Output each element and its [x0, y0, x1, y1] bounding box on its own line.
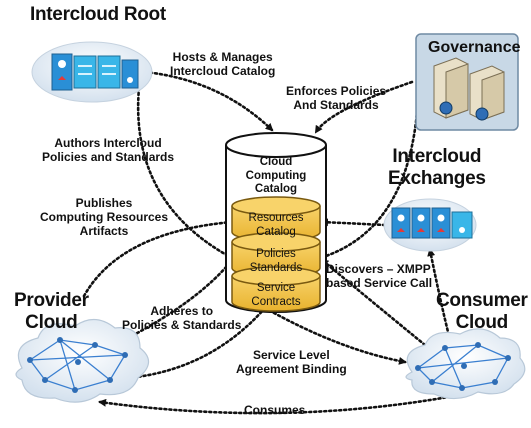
discovers-line2: based Service Call	[326, 276, 433, 290]
policies-line1: Policies	[256, 248, 296, 260]
governance-panel	[415, 33, 519, 131]
edge-label-consumes: Consumes	[244, 403, 306, 417]
node-intercloud-exchanges: Intercloud Exchanges	[388, 146, 486, 190]
node-provider-cloud-line1: Provider	[14, 290, 89, 311]
edge-publishes	[82, 218, 234, 298]
edge-sla-provider	[126, 306, 267, 382]
intercloud-exchanges-servers	[383, 198, 477, 252]
edge-adheres	[126, 258, 234, 340]
edge-governance-policies	[318, 98, 420, 261]
edge-enforces	[314, 80, 414, 134]
publishes-line1: Publishes	[75, 196, 133, 210]
edge-label-discovers: Discovers – XMPP based Service Call	[326, 262, 432, 290]
publishes-line3: Artifacts	[79, 224, 129, 238]
edge-exchange-catalog	[320, 218, 387, 227]
catalog-title-line1: Cloud	[259, 156, 293, 168]
catalog-section-resources-label: Resources Catalog	[240, 212, 312, 239]
hosts-line1: Hosts & Manages	[172, 50, 273, 64]
edge-label-enforces: Enforces Policies And Standards	[286, 84, 386, 112]
node-intercloud-exchanges-line2: Exchanges	[388, 168, 486, 189]
node-intercloud-root: Intercloud Root	[30, 4, 166, 25]
catalog-title-line2: Computing	[245, 169, 307, 182]
resources-line1: Resources	[248, 212, 304, 224]
node-provider-cloud: Provider Cloud	[14, 290, 89, 334]
node-consumer-cloud: Consumer Cloud	[436, 290, 528, 334]
edge-hosts-manages	[143, 70, 274, 132]
contracts-line2: Contracts	[251, 295, 301, 308]
edge-label-sla: Service Level Agreement Binding	[236, 348, 347, 376]
resources-line2: Catalog	[256, 225, 296, 238]
sla-line2: Agreement Binding	[236, 362, 347, 376]
catalog-section-contracts-label: Service Contracts	[240, 282, 312, 309]
consumer-network-cloud-icon	[405, 328, 526, 400]
provider-network-cloud-icon	[15, 318, 150, 403]
enforces-line2: And Standards	[293, 98, 379, 112]
node-intercloud-exchanges-line1: Intercloud	[392, 146, 482, 167]
catalog-title-line3: Catalog	[254, 183, 298, 195]
edge-label-adheres: Adheres to Policies & Standards	[122, 304, 241, 332]
edge-authors	[136, 76, 234, 260]
edge-consumer-exchange	[427, 248, 452, 342]
edge-label-hosts-manages: Hosts & Manages Intercloud Catalog	[170, 50, 275, 78]
edge-label-publishes: Publishes Computing Resources Artifacts	[40, 196, 168, 238]
node-consumer-cloud-line1: Consumer	[436, 290, 528, 311]
publishes-line2: Computing Resources	[40, 210, 169, 224]
adheres-line2: Policies & Standards	[122, 318, 242, 332]
authors-line2: Policies and Standards	[42, 150, 175, 164]
enforces-line1: Enforces Policies	[286, 84, 387, 98]
policies-line2: Standards	[249, 261, 303, 274]
node-provider-cloud-line2: Cloud	[25, 312, 78, 333]
intercloud-root-servers	[31, 41, 153, 103]
router-icon	[391, 207, 473, 239]
hosts-line2: Intercloud Catalog	[170, 64, 276, 78]
catalog-section-resources	[231, 196, 321, 242]
authors-line1: Authors Intercloud	[54, 136, 162, 150]
blade-server-icon	[51, 53, 139, 91]
catalog-section-policies-label: Policies Standards	[240, 248, 312, 275]
catalog-section-contracts	[231, 266, 321, 312]
contracts-line1: Service	[256, 282, 296, 294]
edge-discovers	[320, 258, 427, 347]
discovers-line1: Discovers – XMPP	[326, 262, 431, 276]
adheres-line1: Adheres to	[150, 304, 214, 318]
cloud-computing-catalog	[225, 132, 327, 313]
edge-sla-consumer	[263, 306, 407, 365]
catalog-title: Cloud Computing Catalog	[244, 156, 308, 197]
node-governance: Governance	[428, 39, 521, 56]
sla-line1: Service Level	[252, 348, 330, 362]
edge-consumes	[98, 391, 472, 415]
node-consumer-cloud-line2: Cloud	[455, 312, 509, 333]
tower-server-icon	[433, 57, 505, 121]
edge-label-authors: Authors Intercloud Policies and Standard…	[42, 136, 174, 164]
